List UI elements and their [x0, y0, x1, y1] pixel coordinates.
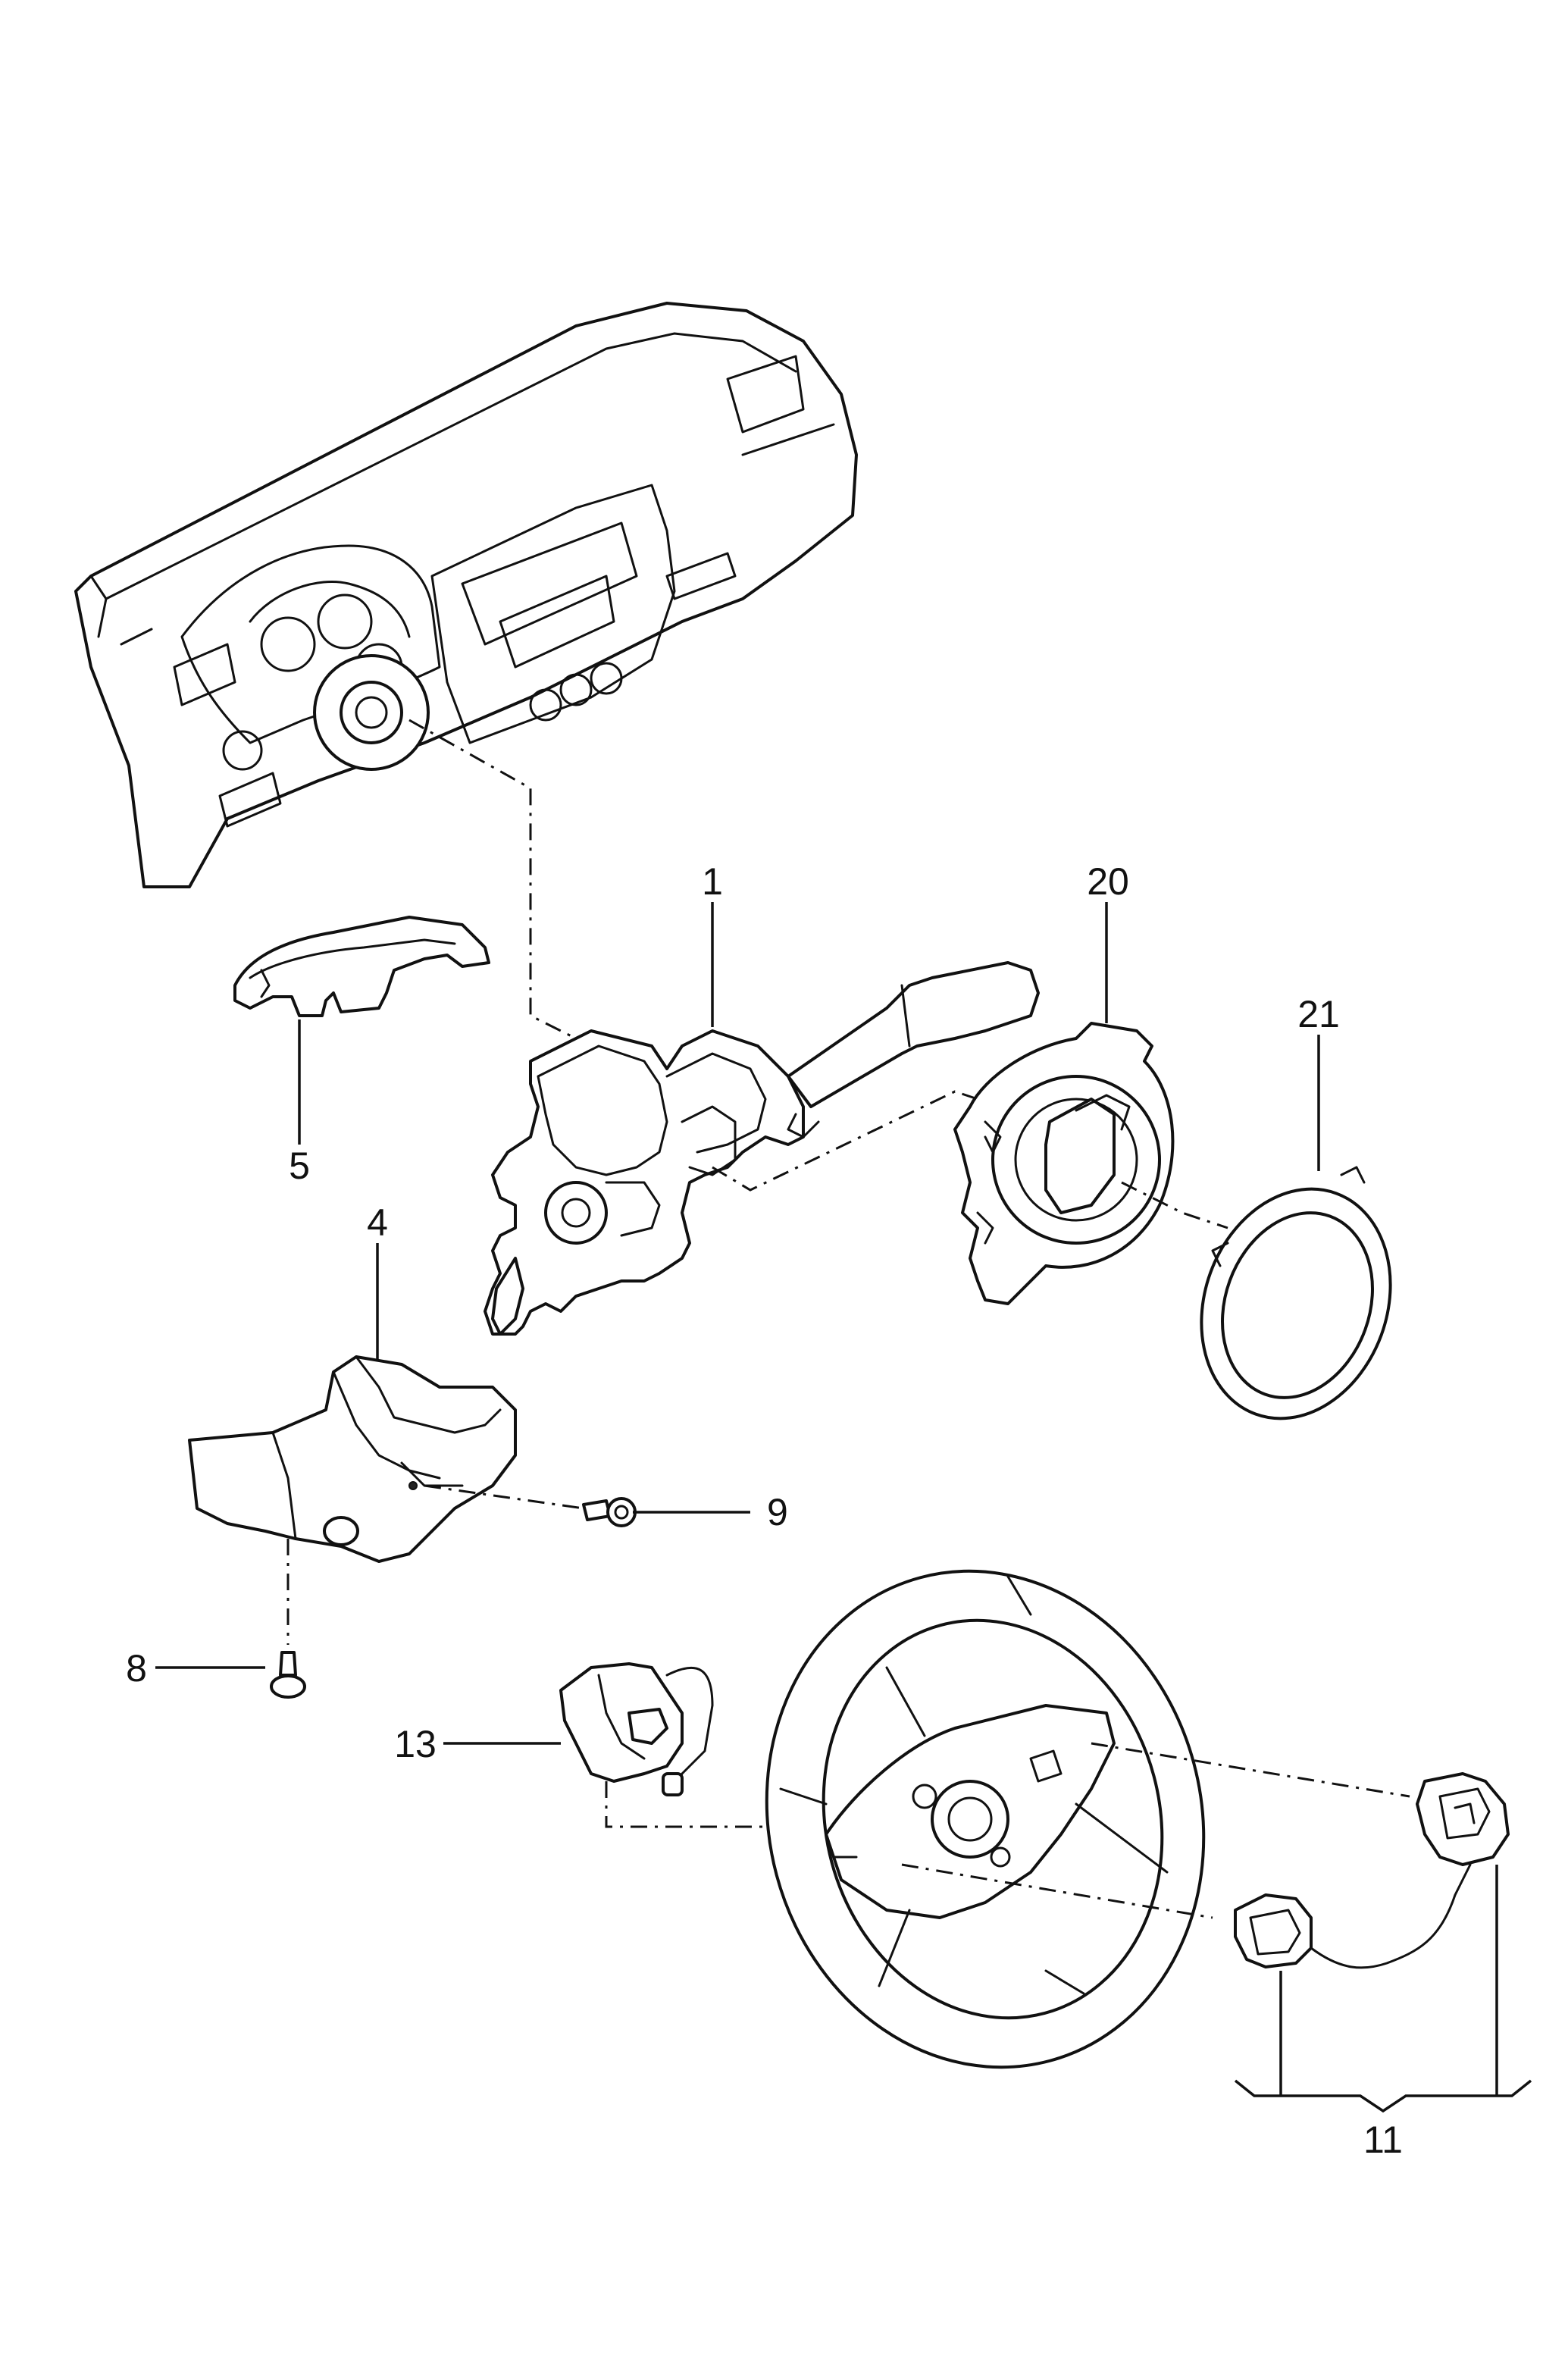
buttons-connector-right: [1091, 1742, 1410, 1798]
callout-20: 20: [1087, 860, 1129, 903]
steering-ring: [1200, 1166, 1392, 1420]
screw-8: [270, 1651, 306, 1699]
callout-9: 9: [767, 1491, 788, 1533]
dashboard-illustration: [74, 302, 858, 888]
leader-lines: [155, 902, 1532, 2113]
multifunction-buttons: [1234, 1772, 1510, 1969]
upper-column-trim: [233, 916, 490, 1017]
callout-4: 4: [367, 1201, 388, 1244]
module-13-connector: [605, 1781, 781, 1828]
callout-13: 13: [394, 1723, 437, 1765]
lower-column-trim: [188, 1355, 517, 1563]
assembly-connector-1: [408, 719, 577, 1040]
assembly-connector-2: [712, 1090, 978, 1192]
screw-9-connector: [424, 1484, 584, 1510]
combination-switch: [484, 961, 1040, 1336]
callout-1: 1: [702, 860, 723, 903]
callout-8: 8: [126, 1647, 147, 1690]
callout-11: 11: [1363, 2119, 1403, 2161]
clock-spring: [953, 1022, 1175, 1305]
steering-switch-module: [559, 1662, 714, 1796]
callout-labels: 1 20 21 5 4 9 8 13 11: [126, 860, 1403, 2161]
callout-5: 5: [289, 1145, 310, 1187]
screw-9: [582, 1497, 637, 1527]
steering-wheel: [765, 1569, 1206, 2069]
callout-21: 21: [1297, 993, 1340, 1035]
